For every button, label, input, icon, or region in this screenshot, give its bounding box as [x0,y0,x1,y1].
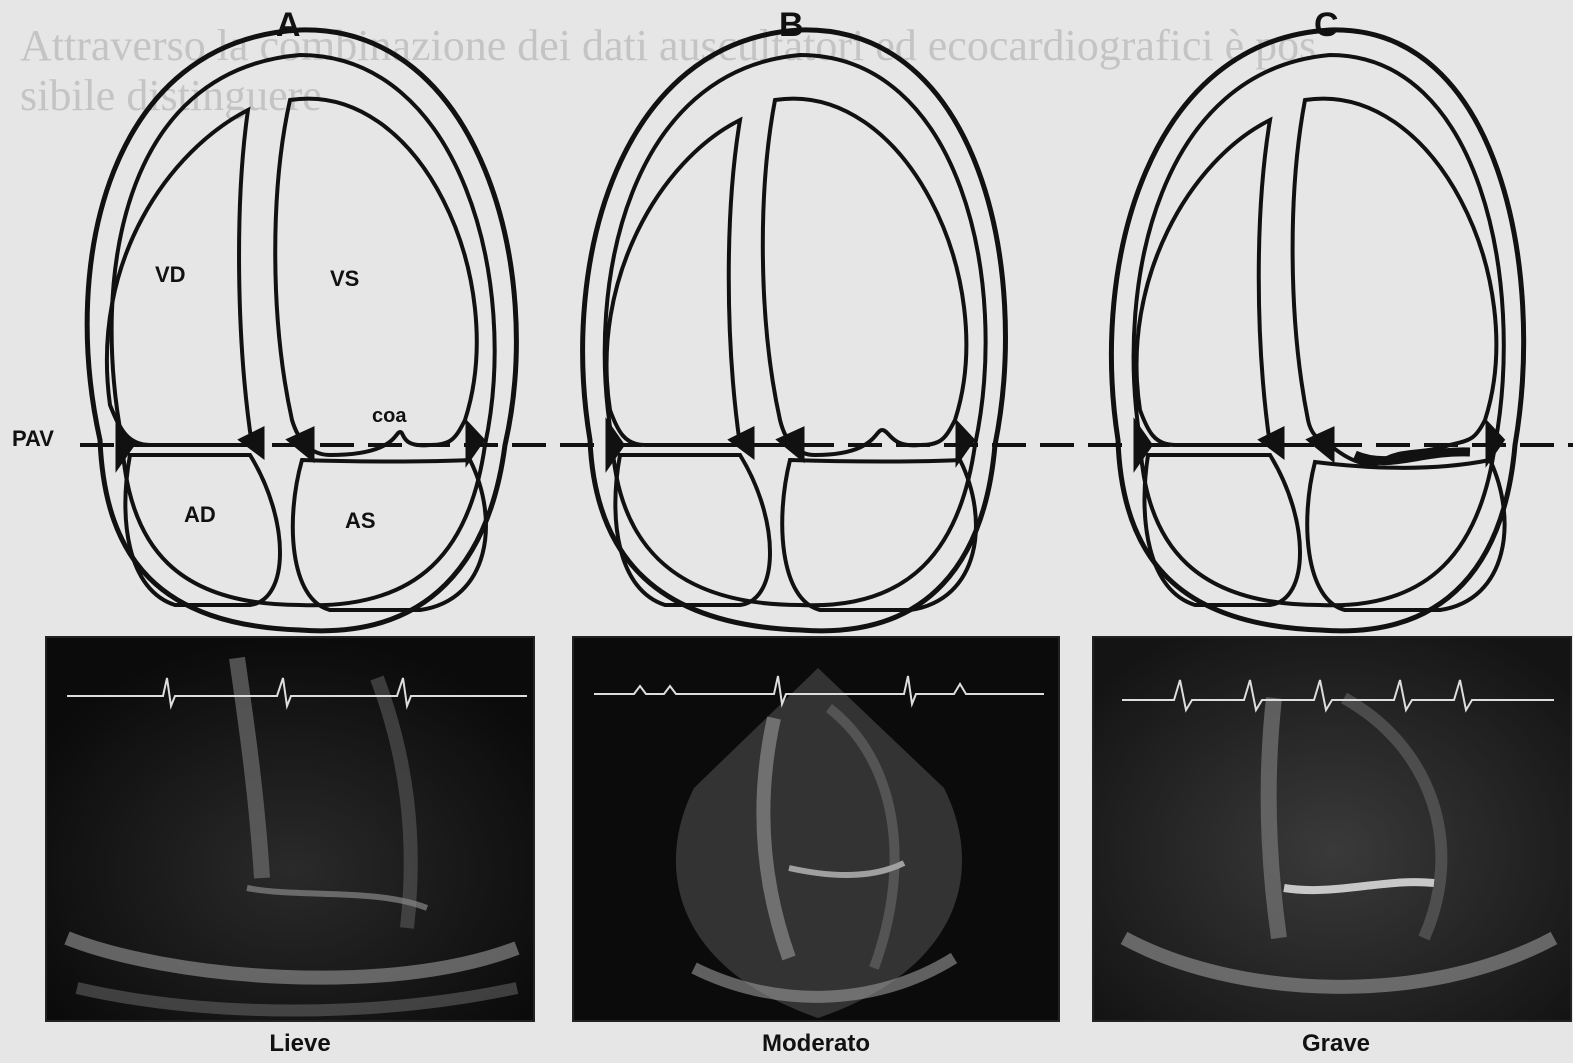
heart-schematic-b [583,30,1006,631]
echo-image-a [47,638,535,1022]
label-left-atrium: AS [345,508,376,534]
caption-severe: Grave [1186,1030,1486,1058]
echo-image-b [574,638,1060,1022]
label-right-ventricle: VD [155,262,186,288]
label-annulus-plane: PAV [12,426,54,452]
echocardiogram-c [1092,636,1572,1022]
heart-schematic-c [1111,30,1523,631]
echocardiogram-b [572,636,1060,1022]
heart-schematic-a [87,30,516,631]
panel-letter-b: B [779,6,804,45]
panel-letter-a: A [276,6,301,45]
label-coaptation: coa [372,405,406,428]
caption-mild: Lieve [150,1030,450,1058]
echo-image-c [1094,638,1572,1022]
caption-moderate: Moderato [666,1030,966,1058]
heart-schematics [0,0,1573,640]
panel-letter-c: C [1314,6,1339,45]
label-right-atrium: AD [184,502,216,528]
label-left-ventricle: VS [330,266,359,292]
echocardiogram-a [45,636,535,1022]
